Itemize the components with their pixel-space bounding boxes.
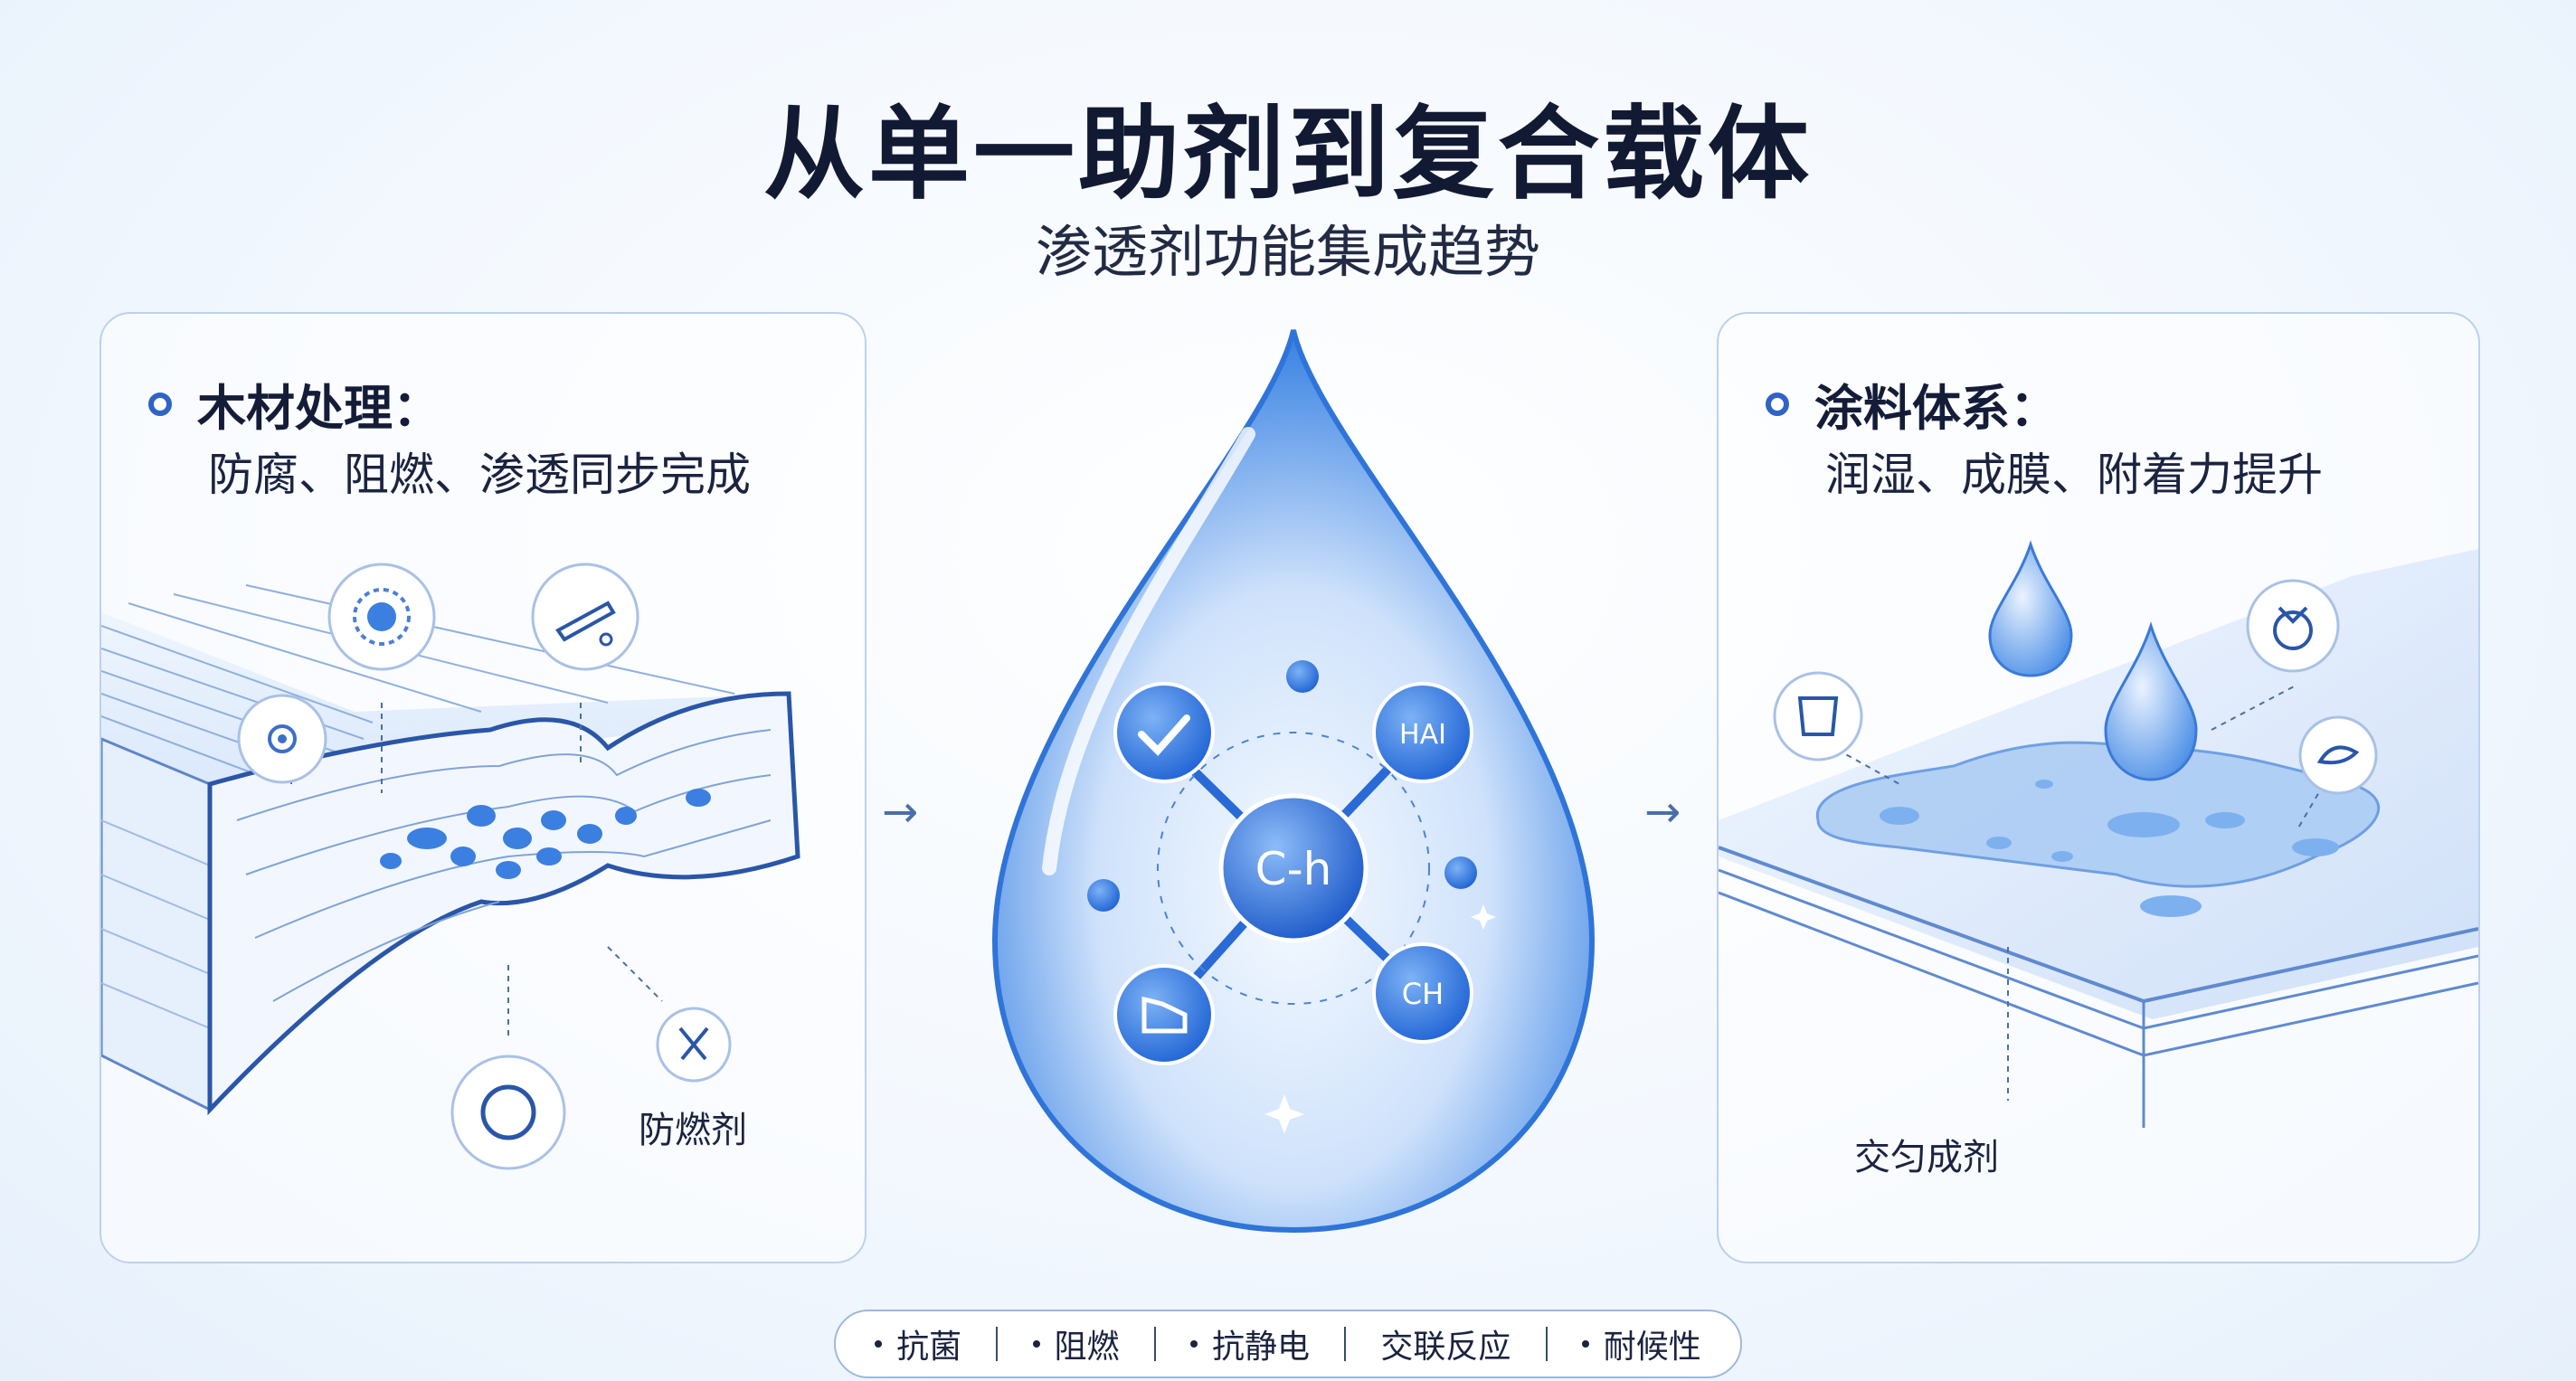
coating-system-panel: 涂料体系： 润湿、成膜、附着力提升: [1717, 312, 2480, 1263]
bird-icon: [2298, 715, 2378, 795]
cup-icon: [1773, 671, 1863, 761]
tag-label: 抗菌: [896, 1329, 962, 1366]
spray-icon: [531, 563, 639, 671]
tag-antistatic: 抗静电: [1189, 1320, 1310, 1367]
bullet-ring-icon: [1766, 392, 1789, 416]
tag-label: 交联反应: [1380, 1329, 1511, 1366]
tag-weather-resistance: 耐候性: [1581, 1320, 1701, 1367]
bullet-dot-icon: [1581, 1340, 1589, 1348]
tag-divider: [1344, 1327, 1347, 1361]
tag-flame-retardant: 阻燃: [1032, 1320, 1120, 1367]
arrow-left-to-center: →: [882, 787, 919, 837]
ch-center-label: C-h: [1255, 843, 1332, 895]
tag-crosslinking: 交联反应: [1380, 1320, 1511, 1367]
bullet-dot-icon: [1032, 1340, 1040, 1348]
bullet-ring-icon: [148, 392, 172, 416]
tag-divider: [996, 1327, 999, 1361]
bullet-dot-icon: [875, 1340, 883, 1348]
wood-log-illustration: [101, 563, 800, 1170]
cross-icon: [656, 1007, 732, 1083]
tag-antibacterial: 抗菌: [875, 1320, 961, 1367]
swirl-icon: [237, 694, 327, 784]
coating-panel-heading: 涂料体系：: [1814, 380, 2059, 437]
ch-node: CH: [1372, 942, 1473, 1044]
wood-panel-description: 防腐、阻燃、渗透同步完成: [208, 449, 751, 501]
page-title: 从单一助剂到复合载体: [763, 96, 1813, 213]
ring-icon: [450, 1055, 566, 1170]
coating-panel-description: 润湿、成膜、附着力提升: [1825, 449, 2323, 501]
hand-icon: [2246, 579, 2340, 673]
ch-label: CH: [1402, 977, 1444, 1011]
molecule-drop: HAI C-h CH: [941, 326, 1646, 1243]
chart-node: [1113, 964, 1215, 1065]
ch-center-node: C-h: [1218, 793, 1368, 943]
coating-surface-illustration: [1719, 540, 2478, 1128]
coating-panel-header: 涂料体系：: [1766, 368, 2059, 440]
arrow-center-to-right: →: [1644, 787, 1681, 837]
tag-divider: [1545, 1327, 1548, 1361]
water-drop-illustration: HAI C-h CH: [991, 329, 1596, 1234]
tag-label: 抗静电: [1211, 1329, 1310, 1366]
wood-panel-header: 木材处理：: [148, 368, 441, 440]
tag-label: 耐候性: [1603, 1329, 1701, 1366]
tag-label: 阻燃: [1054, 1329, 1120, 1366]
feature-tag-bar: 抗菌 阻燃 抗静电 交联反应 耐候性: [834, 1310, 1742, 1378]
check-node: [1113, 682, 1215, 783]
tag-divider: [1153, 1327, 1156, 1361]
coating-callout-label: 交匀成剂: [1854, 1137, 1999, 1178]
wood-treatment-panel: 木材处理： 防腐、阻燃、渗透同步完成: [99, 312, 867, 1263]
hai-node: HAI: [1372, 682, 1473, 783]
wood-panel-heading: 木材处理：: [197, 380, 441, 437]
page-subtitle: 渗透剂功能集成趋势: [1035, 219, 1540, 285]
target-icon: [327, 563, 436, 671]
wood-callout-label: 防燃剂: [639, 1110, 747, 1151]
hai-label: HAI: [1399, 719, 1446, 751]
bullet-dot-icon: [1189, 1340, 1198, 1348]
